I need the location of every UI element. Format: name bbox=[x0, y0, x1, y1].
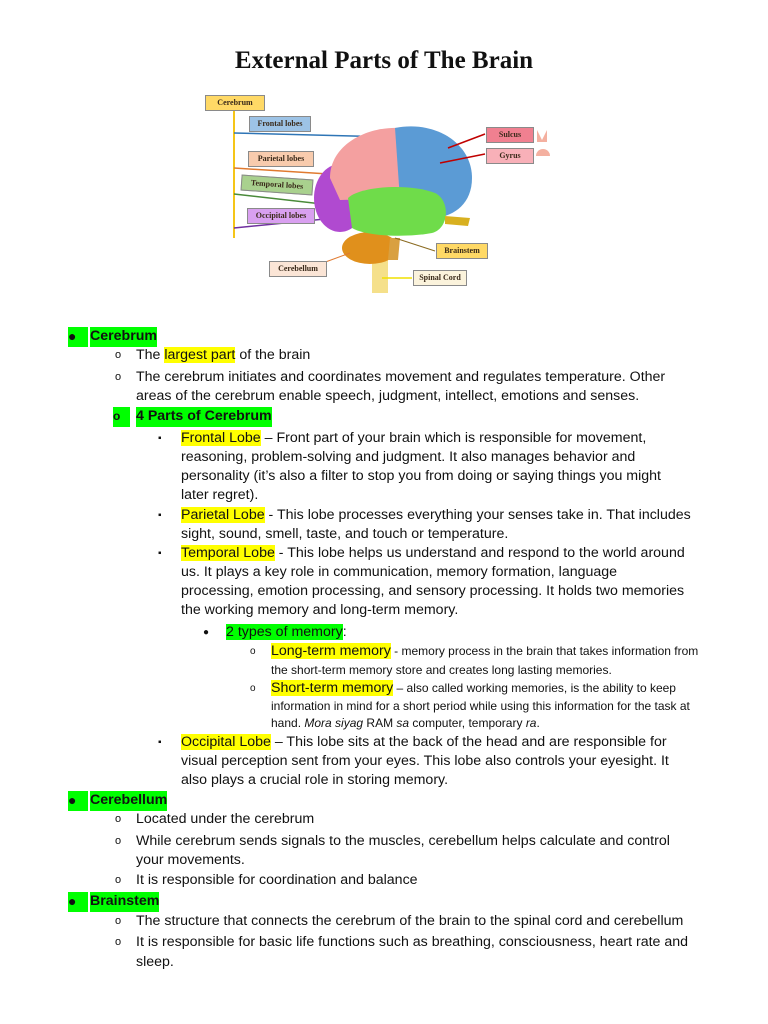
bullet-circle: o bbox=[115, 936, 122, 948]
bullet-disc: ● bbox=[68, 892, 89, 912]
text-line: information in mind for a short period w… bbox=[271, 699, 690, 713]
list-item: While cerebrum sends signals to the musc… bbox=[136, 833, 670, 849]
bullet-disc: ● bbox=[68, 327, 89, 347]
bullet-square: ▪ bbox=[158, 433, 162, 444]
list-item-cont: your movements. bbox=[136, 852, 245, 868]
bullet-square: ▪ bbox=[158, 510, 162, 521]
label-gyrus: Gyrus bbox=[486, 148, 534, 164]
section-heading-cerebrum: Cerebrum bbox=[90, 327, 158, 347]
text-line: us. It plays a key role in communication… bbox=[181, 564, 618, 580]
memory-types-heading: 2 types of memory: bbox=[226, 624, 347, 640]
text-line: personality (it’s also a filter to stop … bbox=[181, 468, 661, 484]
text-line: reasoning, problem-solving and judgment.… bbox=[181, 449, 636, 465]
text-line: visual perception sent from your eyes. T… bbox=[181, 753, 669, 769]
bullet-circle: o bbox=[250, 683, 256, 694]
bullet-circle: o bbox=[115, 874, 122, 886]
text-line: processing, emotion processing, and sens… bbox=[181, 583, 685, 599]
bullet-circle: o bbox=[115, 835, 122, 847]
bullet-circle: o bbox=[113, 407, 131, 427]
label-sulcus: Sulcus bbox=[486, 127, 534, 143]
brain-illustration bbox=[233, 110, 550, 293]
bullet-disc: ● bbox=[68, 791, 89, 811]
text-line: the working memory and long-term memory. bbox=[181, 602, 459, 618]
section-heading-brainstem: Brainstem bbox=[90, 892, 160, 912]
list-item: The structure that connects the cerebrum… bbox=[136, 913, 684, 929]
label-brainstem: Brainstem bbox=[436, 243, 488, 259]
bullet-circle: o bbox=[115, 349, 122, 361]
bullet-square: ▪ bbox=[158, 548, 162, 559]
bullet-circle: o bbox=[250, 646, 256, 657]
label-parietal-lobes: Parietal lobes bbox=[248, 151, 314, 167]
text-line: the short-term memory store and creates … bbox=[271, 663, 612, 677]
bullet-circle: o bbox=[115, 813, 122, 825]
section-heading-cerebellum: Cerebellum bbox=[90, 791, 168, 811]
brain-diagram: Cerebrum Frontal lobes Parietal lobes Te… bbox=[200, 88, 560, 293]
label-frontal-lobes: Frontal lobes bbox=[249, 116, 311, 132]
occipital-lobe-item: Occipital Lobe – This lobe sits at the b… bbox=[181, 734, 667, 750]
list-item: It is responsible for basic life functio… bbox=[136, 934, 689, 950]
text-line: hand. Mora siyag RAM sa computer, tempor… bbox=[271, 716, 540, 730]
text-line: later regret). bbox=[181, 487, 259, 503]
temporal-lobe-item: Temporal Lobe - This lobe helps us under… bbox=[181, 545, 685, 561]
bullet-square: ▪ bbox=[158, 737, 162, 748]
label-spinal-cord: Spinal Cord bbox=[413, 270, 467, 286]
short-term-memory-item: Short-term memory – also called working … bbox=[271, 680, 676, 696]
bullet-circle: o bbox=[115, 915, 122, 927]
long-term-memory-item: Long-term memory - memory process in the… bbox=[271, 643, 699, 659]
sulcus-icon bbox=[537, 130, 547, 142]
bullet-disc: ● bbox=[203, 627, 210, 638]
text-line: also plays a crucial role in storing mem… bbox=[181, 772, 449, 788]
list-item: It is responsible for coordination and b… bbox=[136, 872, 418, 888]
list-item-cont: areas of the cerebrum enable speech, jud… bbox=[136, 388, 640, 404]
label-cerebellum: Cerebellum bbox=[269, 261, 327, 277]
gyrus-icon bbox=[536, 149, 550, 156]
list-item: The largest part of the brain bbox=[136, 347, 311, 363]
subheading-4-parts: 4 Parts of Cerebrum bbox=[136, 407, 272, 427]
list-item: The cerebrum initiates and coordinates m… bbox=[136, 369, 666, 385]
label-cerebrum: Cerebrum bbox=[205, 95, 265, 111]
page-title: External Parts of The Brain bbox=[234, 47, 534, 74]
list-item: Located under the cerebrum bbox=[136, 811, 315, 827]
frontal-lobe-item: Frontal Lobe – Front part of your brain … bbox=[181, 430, 647, 446]
text-line: sight, sound, smell, taste, and touch or… bbox=[181, 526, 509, 542]
list-item-cont: sleep. bbox=[136, 954, 174, 970]
label-occipital-lobes: Occipital lobes bbox=[247, 208, 315, 224]
bullet-circle: o bbox=[115, 371, 122, 383]
parietal-lobe-item: Parietal Lobe - This lobe processes ever… bbox=[181, 507, 691, 523]
